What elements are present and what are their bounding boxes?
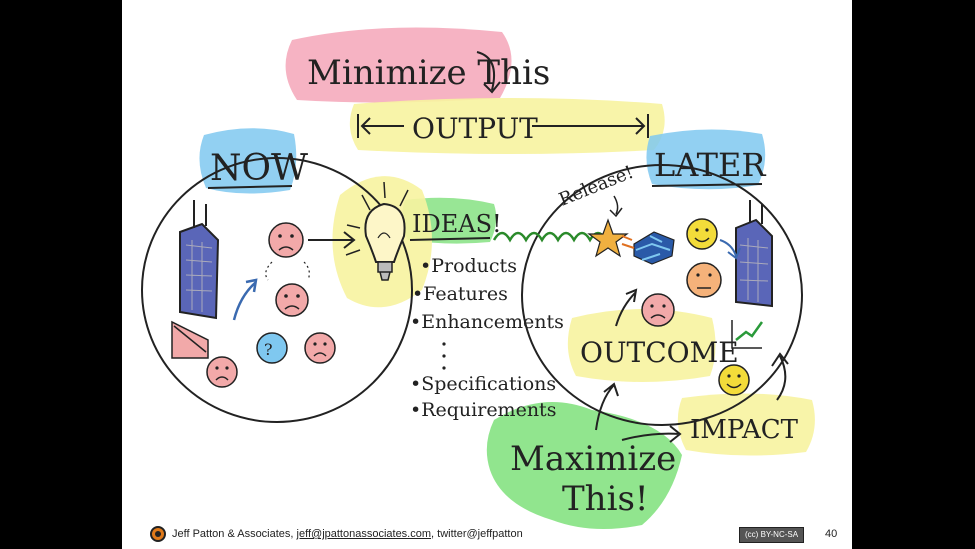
ideas-arrow (308, 231, 356, 249)
neutral-face-icon (686, 262, 722, 298)
later-label: LATER (654, 146, 766, 184)
company-logo-icon (150, 526, 166, 542)
credit-prefix: Jeff Patton & Associates, (172, 528, 297, 540)
svg-text:?: ? (264, 340, 273, 359)
building-now-icon (179, 200, 220, 320)
ideas-underline (409, 237, 491, 241)
later-circle (521, 164, 803, 426)
happy-face-icon (718, 364, 750, 396)
now-underline (207, 185, 293, 189)
confused-face-icon: ? (256, 332, 288, 364)
list-item-specifications: •Specifications (410, 373, 556, 395)
later-underline (651, 183, 763, 187)
happy-face-icon (686, 218, 718, 250)
idea-list: •Products •Features •Enhancements •Speci… (410, 255, 564, 421)
now-circle (141, 157, 413, 423)
maximize-arrow-up (595, 382, 619, 431)
diagram: Minimize This OUTPUT NOW LATER Release! … (141, 27, 815, 529)
maximize-label: Maximize (510, 439, 676, 479)
release-label: Release! (556, 162, 637, 211)
list-item-products: •Products (420, 255, 517, 277)
ellipsis-dot (442, 342, 446, 346)
maximize-arrow-right (621, 425, 682, 443)
license-badge: (cc) BY-NC-SA (739, 527, 805, 543)
outcome-arrow (615, 288, 638, 327)
cc-icon: (cc) (745, 530, 761, 539)
arrow-up-icon (232, 278, 258, 321)
list-item-requirements: •Requirements (410, 399, 556, 421)
output-arrow-left (357, 114, 404, 138)
minimize-arrow (476, 51, 501, 94)
list-item-enhancements: •Enhancements (410, 311, 564, 333)
release-arrow (609, 195, 623, 218)
impact-arrow (771, 352, 789, 401)
sad-face-icon (275, 283, 309, 317)
product-box-icon (633, 231, 675, 265)
later-highlight (646, 129, 766, 190)
impact-highlight (677, 393, 815, 456)
impact-label: IMPACT (690, 415, 799, 445)
credit-suffix: , twitter@jeffpatton (431, 528, 523, 540)
outcome-highlight (567, 309, 716, 382)
page-number: 40 (825, 528, 838, 540)
ellipsis-dot (442, 354, 446, 358)
now-label: NOW (210, 148, 308, 189)
outcome-label: OUTCOME (580, 336, 739, 369)
maximize-highlight (486, 402, 682, 529)
building-later-icon (735, 200, 773, 308)
list-item-features: •Features (412, 283, 508, 305)
sad-face-icon (641, 293, 675, 327)
lightbulb-icon (345, 181, 409, 281)
output-arrow-right (532, 114, 649, 138)
email-link[interactable]: jeff@jpattonassociates.com (296, 528, 432, 540)
chart-up-icon (731, 320, 764, 349)
sad-face-icon (206, 356, 238, 388)
minimize-highlight (285, 27, 512, 103)
chart-down-icon (171, 320, 209, 359)
release-spark (621, 235, 635, 249)
maximize-label-line2: This! (562, 479, 649, 519)
sad-face-icon (304, 332, 336, 364)
output-label: OUTPUT (412, 112, 538, 145)
output-highlight (349, 98, 665, 154)
star-icon (587, 218, 629, 258)
ideas-label: IDEAS! (412, 210, 502, 238)
release-coil (492, 231, 608, 243)
minimize-label: Minimize This (307, 53, 550, 93)
dotted-connector (265, 261, 310, 281)
arrow-right-icon (719, 239, 741, 260)
slide: Minimize This OUTPUT NOW LATER Release! … (122, 0, 852, 549)
footer: Jeff Patton & Associates, jeff@jpattonas… (122, 521, 852, 549)
ellipsis-dot (442, 366, 446, 370)
sad-face-icon (268, 222, 304, 258)
credit-line: Jeff Patton & Associates, jeff@jpattonas… (172, 528, 523, 540)
license-label: BY-NC-SA (760, 530, 799, 539)
